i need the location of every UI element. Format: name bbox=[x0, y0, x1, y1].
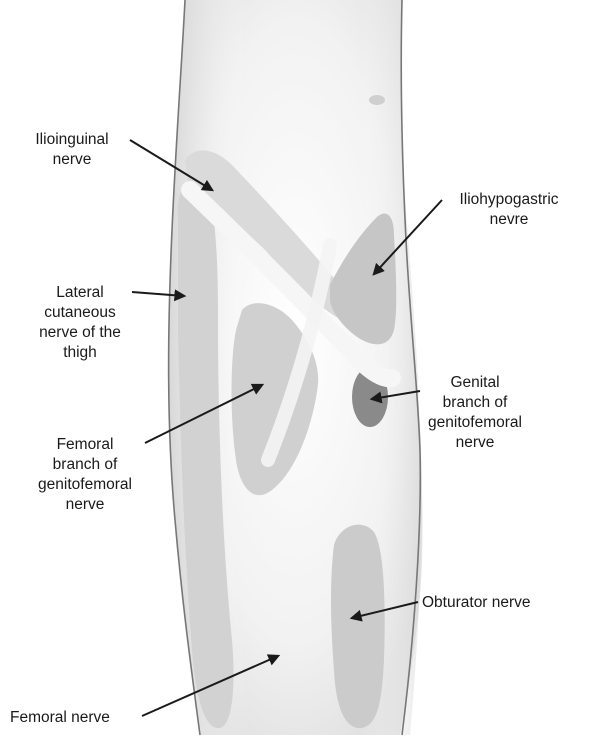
iliohypogastric-label-line-2: nevre bbox=[446, 210, 572, 230]
iliohypogastric-label: Iliohypogastric nevre bbox=[446, 190, 572, 230]
femoral-branch-label-line-2: branch of bbox=[28, 455, 142, 475]
femoral-branch-label-line-4: nerve bbox=[28, 495, 142, 515]
genital-branch-label-line-4: nerve bbox=[418, 433, 532, 453]
obturator-label-line-1: Obturator nerve bbox=[422, 593, 572, 613]
genital-branch-label-line-3: genitofemoral bbox=[418, 413, 532, 433]
lateral-cutaneous-label-line-1: Lateral bbox=[30, 283, 130, 303]
femoral-branch-label: Femoral branch of genitofemoral nerve bbox=[28, 435, 142, 515]
obturator-label: Obturator nerve bbox=[422, 593, 572, 613]
obturator-region bbox=[331, 525, 385, 728]
lateral-cutaneous-label-line-2: cutaneous bbox=[30, 303, 130, 323]
lateral-cutaneous-label: Lateral cutaneous nerve of the thigh bbox=[30, 283, 130, 363]
genital-branch-label: Genital branch of genitofemoral nerve bbox=[418, 373, 532, 453]
femoral-branch-label-line-3: genitofemoral bbox=[28, 475, 142, 495]
lateral-cutaneous-label-line-4: thigh bbox=[30, 343, 130, 363]
femoral-branch-label-line-1: Femoral bbox=[28, 435, 142, 455]
lateral-cutaneous-label-line-3: nerve of the bbox=[30, 323, 130, 343]
ilioinguinal-label-line-2: nerve bbox=[20, 150, 124, 170]
femoral-nerve-label: Femoral nerve bbox=[10, 708, 150, 728]
ilioinguinal-label-line-1: Ilioinguinal bbox=[20, 130, 124, 150]
femoral-nerve-label-line-1: Femoral nerve bbox=[10, 708, 150, 728]
ilioinguinal-label: Ilioinguinal nerve bbox=[20, 130, 124, 170]
navel bbox=[369, 95, 385, 105]
genital-branch-label-line-1: Genital bbox=[418, 373, 532, 393]
iliohypogastric-label-line-1: Iliohypogastric bbox=[446, 190, 572, 210]
genital-branch-label-line-2: branch of bbox=[418, 393, 532, 413]
